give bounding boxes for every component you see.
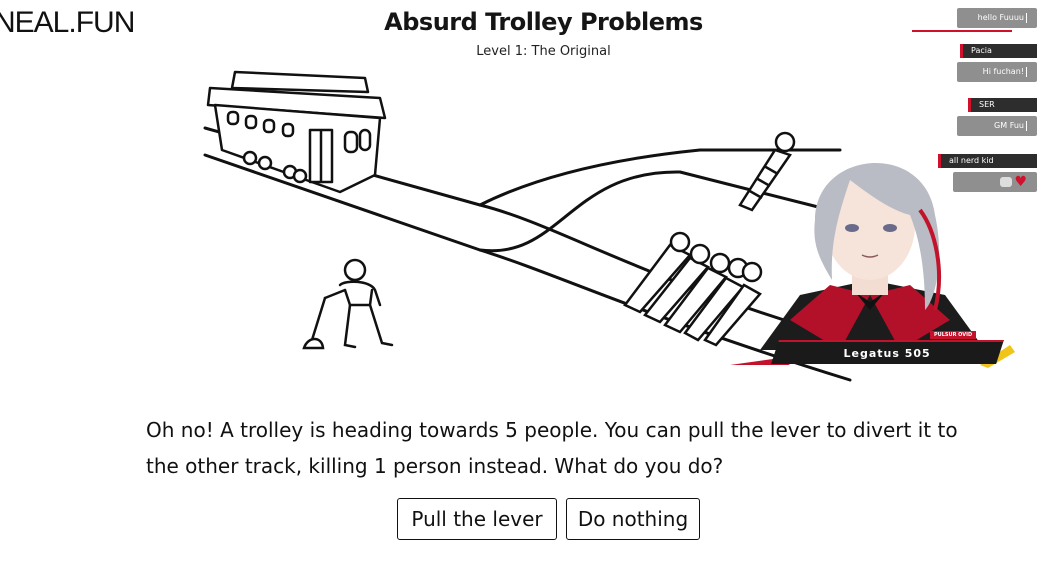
site-logo[interactable]: NEAL.FUN <box>0 6 135 39</box>
cursor-icon <box>1026 12 1027 23</box>
track-main-lower <box>203 153 852 382</box>
chat-message-text: hello Fuuuu <box>977 13 1024 22</box>
chat-accent-line <box>912 30 1012 32</box>
chat-message: ♥ <box>953 172 1037 192</box>
track-main-upper <box>203 126 852 342</box>
five-people-icon <box>623 231 763 347</box>
chat-message: Hi fuchan! <box>957 62 1037 82</box>
lever-icon <box>310 296 327 342</box>
streamer-nameplate: Legatus 505 <box>771 340 1004 364</box>
chat-message-text: Hi fuchan! <box>982 67 1024 76</box>
heart-icon: ♥ <box>1014 174 1027 190</box>
track-divert-lower <box>478 170 832 253</box>
page-title: Absurd Trolley Problems <box>0 8 1037 36</box>
chat-emote-icon <box>999 177 1012 187</box>
chat-message: hello Fuuuu <box>957 8 1037 28</box>
prompt-line-2: the other track, killing 1 person instea… <box>146 454 724 478</box>
scenario-prompt: Oh no! A trolley is heading towards 5 pe… <box>146 412 976 484</box>
lever-person-icon <box>302 258 394 350</box>
do-nothing-button[interactable]: Do nothing <box>566 498 700 540</box>
chat-username: Pacia <box>960 44 1037 58</box>
cursor-icon <box>1026 120 1027 131</box>
streamer-name: Legatus 505 <box>843 346 931 360</box>
chat-message: GM Fuu <box>957 116 1037 136</box>
prompt-line-1: Oh no! A trolley is heading towards 5 pe… <box>146 418 958 442</box>
level-subtitle-text: Level 1: The Original <box>476 44 611 59</box>
chat-username: SER <box>968 98 1037 112</box>
chat-message-text: GM Fuu <box>994 121 1024 130</box>
cursor-icon <box>1026 66 1027 77</box>
track-divert-upper <box>478 148 842 207</box>
vtuber-avatar <box>730 162 1015 368</box>
pull-lever-button[interactable]: Pull the lever <box>397 498 557 540</box>
level-subtitle: Level 1: The Original <box>0 44 1037 59</box>
page-title-text: Absurd Trolley Problems <box>384 8 703 36</box>
single-person-icon <box>738 131 796 212</box>
stream-tag: PULSUR OVID <box>930 331 977 339</box>
trolley-icon <box>206 70 387 194</box>
chat-username: all nerd kid <box>938 154 1037 168</box>
